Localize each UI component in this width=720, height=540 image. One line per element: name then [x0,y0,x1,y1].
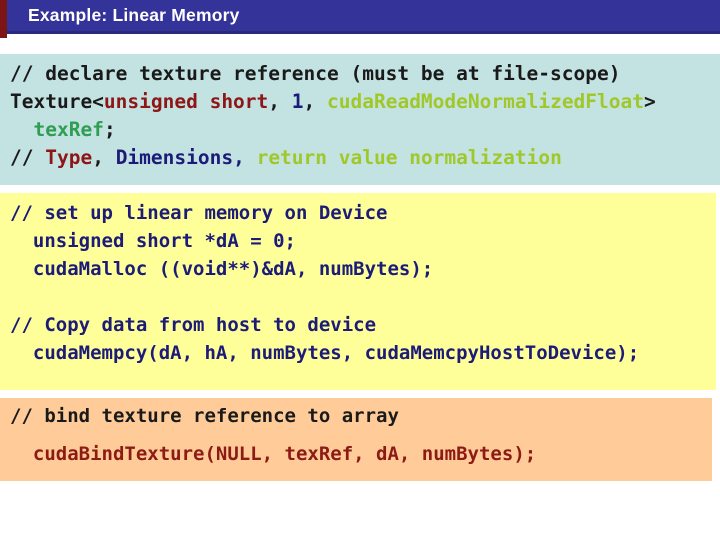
code-block-declare-texture: // declare texture reference (must be at… [0,54,720,185]
code-segment: , [233,146,257,169]
code-segment: , [268,90,292,113]
code-line-cudamalloc: cudaMalloc ((void**)&dA, numBytes); [10,258,434,280]
code-segment-normalization-label: return value normalization [256,146,562,169]
code-line-comment: // set up linear memory on Device [10,202,388,224]
comment-text: // declare texture reference (must be at… [10,62,621,85]
code-segment-type-label: Type [45,146,93,169]
title-bar: Example: Linear Memory [0,0,720,34]
code-line-texture-decl: Texture<unsigned short, 1, cudaReadModeN… [0,88,720,116]
code-segment-dimension: 1 [291,90,304,113]
accent-strip [0,0,7,38]
code-line-texref: texRef; [0,116,720,144]
code-segment [10,118,33,141]
code-block-bind-texture: // bind texture reference to array cudaB… [0,398,712,481]
code-block-linear-memory: // set up linear memory on Device unsign… [0,193,716,390]
code-segment-texref: texRef [33,118,104,141]
code-segment: // [10,146,46,169]
code-line-comment-legend: // Type, Dimensions, return value normal… [0,144,720,172]
code-segment: , [303,90,328,113]
code-segment: Texture< [10,90,104,113]
code-segment: > [644,90,656,113]
slide-title: Example: Linear Memory [28,5,240,25]
code-line-cudamemcpy: cudaMempcy(dA, hA, numBytes, cudaMemcpyH… [10,342,640,364]
code-line-cudabindtexture: cudaBindTexture(NULL, texRef, dA, numByt… [10,443,537,465]
code-segment-readmode: cudaReadModeNormalizedFloat [327,90,644,113]
blank-line [0,283,716,311]
code-line-declaration: unsigned short *dA = 0; [10,230,296,252]
code-line-comment-copy: // Copy data from host to device [10,314,377,336]
code-segment: , [92,146,116,169]
code-line-comment: // bind texture reference to array [10,405,399,427]
code-segment: ; [103,118,116,141]
code-line-comment: // declare texture reference (must be at… [0,60,720,88]
code-segment-type: unsigned short [103,90,269,113]
code-segment-dimensions-label: Dimensions [115,146,234,169]
